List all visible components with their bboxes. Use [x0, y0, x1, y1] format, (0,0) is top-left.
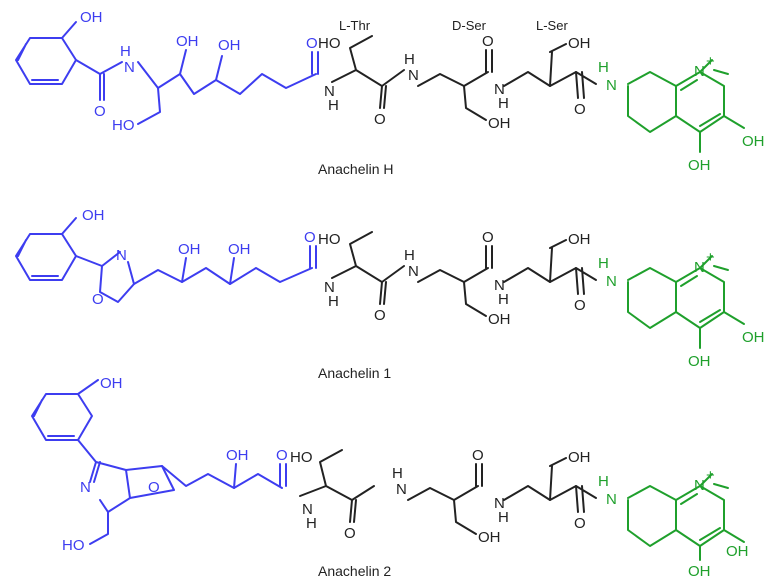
anachelin-h-oh-chain-2: OH [218, 37, 241, 54]
anachelin-1-oh-ring-1: OH [742, 329, 765, 346]
anachelin-2-oh-chain: OH [226, 447, 249, 464]
anachelin-2-caption: Anachelin 2 [318, 563, 391, 579]
residue-label-d-ser: D-Ser [452, 18, 487, 33]
anachelin-2-n-dser: N [396, 481, 407, 498]
anachelin-h-oh-lser: OH [568, 35, 591, 52]
anachelin-1-h-dser: H [404, 247, 415, 264]
anachelin-h-n-dser: N [408, 67, 419, 84]
anachelin-1-isoquinoline [627, 255, 745, 349]
anachelin-1-oh-chain-1: OH [178, 241, 201, 258]
anachelin-1-oh-dser: OH [488, 311, 511, 328]
anachelin-h-n-thr: N [324, 83, 335, 100]
anachelin-2-peptide-backbone [299, 449, 597, 535]
anachelin-1-oh-lser: OH [568, 231, 591, 248]
anachelin-h-oh-dser: OH [488, 115, 511, 132]
anachelin-1-o-lser: O [574, 297, 586, 314]
anachelin-h-oh-phenol: OH [80, 9, 103, 26]
anachelin-h-h-lser: H [498, 95, 509, 112]
anachelin-2-h-lser: H [498, 509, 509, 526]
anachelin-2-n-lser: N [494, 495, 505, 512]
anachelin-1-o-oxazoline: O [92, 291, 104, 308]
anachelin-1-h-thr: H [328, 293, 339, 310]
anachelin-h-isoquinoline [627, 59, 745, 153]
anachelin-1-o-thr: O [374, 307, 386, 324]
anachelin-h-o-lser: O [574, 101, 586, 118]
anachelin-2-o-carbonyl: O [276, 447, 288, 464]
anachelin-2-o-oxazoline: O [148, 479, 160, 496]
anachelin-1-n-amine: N [606, 273, 617, 290]
anachelin-1-structure: OH N O OH OH O HO N H O H N OH O N H OH … [15, 207, 765, 381]
anachelin-h-oh-ring-2: OH [688, 157, 711, 174]
anachelin-h-o-carbonyl-1: O [94, 103, 106, 120]
anachelin-h-n-amide-1: N [124, 59, 135, 76]
anachelin-2-h-amine: H [598, 473, 609, 490]
anachelin-1-peptide-backbone [331, 231, 597, 317]
anachelin-2-h-thr: H [306, 515, 317, 532]
anachelin-2-ho-hydroxymethyl: HO [62, 537, 85, 554]
residue-label-l-thr: L-Thr [339, 18, 371, 33]
anachelin-h-n-amine: N [606, 77, 617, 94]
anachelin-2-oh-lser: OH [568, 449, 591, 466]
anachelin-1-o-dser: O [482, 229, 494, 246]
anachelin-h-blue-moiety [15, 21, 319, 125]
anachelin-1-n-quaternary: N [694, 259, 705, 276]
anachelin-h-o-carbonyl-2: O [306, 35, 318, 52]
anachelin-2-oh-phenol: OH [100, 375, 123, 392]
anachelin-2-o-dser: O [472, 447, 484, 464]
anachelin-2-n-thr: N [302, 501, 313, 518]
anachelin-h-n-quaternary: N [694, 63, 705, 80]
anachelin-h-n-lser: N [494, 81, 505, 98]
anachelin-h-h-thr: H [328, 97, 339, 114]
anachelin-1-blue-moiety [15, 217, 317, 303]
anachelin-h-charge-plus: + [706, 53, 715, 70]
anachelin-1-n-oxazoline: N [116, 247, 127, 264]
anachelin-1-oh-phenol: OH [82, 207, 105, 224]
anachelin-1-oh-chain-2: OH [228, 241, 251, 258]
anachelin-1-ho-thr: HO [318, 231, 341, 248]
anachelin-h-o-dser: O [482, 33, 494, 50]
anachelin-1-charge-plus: + [706, 249, 715, 266]
anachelin-2-isoquinoline [627, 473, 745, 561]
anachelin-2-oh-ring-2: OH [688, 563, 711, 580]
residue-label-l-ser: L-Ser [536, 18, 568, 33]
anachelin-h-ho-thr: HO [318, 35, 341, 52]
anachelin-1-h-lser: H [498, 291, 509, 308]
anachelin-h-ho-hydroxymethyl: HO [112, 117, 135, 134]
anachelin-2-oh-ring-1: OH [726, 543, 749, 560]
anachelin-2-blue-moiety [31, 379, 287, 545]
anachelin-h-o-thr: O [374, 111, 386, 128]
anachelin-h-h-dser: H [404, 51, 415, 68]
anachelin-h-oh-ring-1: OH [742, 133, 765, 150]
anachelin-2-o-lser: O [574, 515, 586, 532]
anachelin-2-ho-thr: HO [290, 449, 313, 466]
anachelin-2-n-oxazoline: N [80, 479, 91, 496]
anachelin-1-n-lser: N [494, 277, 505, 294]
anachelin-2-charge-plus: + [706, 467, 715, 484]
anachelin-h-oh-chain-1: OH [176, 33, 199, 50]
anachelin-1-o-carbonyl: O [304, 229, 316, 246]
anachelin-h-structure: OH H N O HO OH OH O HO N H O H N OH O N … [15, 9, 765, 177]
anachelin-h-peptide-backbone [331, 35, 597, 121]
anachelin-1-oh-ring-2: OH [688, 353, 711, 370]
anachelin-1-n-dser: N [408, 263, 419, 280]
anachelin-1-caption: Anachelin 1 [318, 365, 391, 381]
anachelin-2-oh-dser: OH [478, 529, 501, 546]
anachelin-h-h-amide-1: H [120, 43, 131, 60]
anachelin-1-n-thr: N [324, 279, 335, 296]
anachelin-h-h-amine: H [598, 59, 609, 76]
anachelin-1-h-amine: H [598, 255, 609, 272]
anachelin-2-h-dser: H [392, 465, 403, 482]
anachelin-h-caption: Anachelin H [318, 161, 394, 177]
anachelin-2-o-thr: O [344, 525, 356, 542]
anachelin-2-n-amine: N [606, 491, 617, 508]
anachelin-2-structure: OH N O HO OH O HO N H O H N OH O N H OH … [31, 375, 749, 580]
anachelin-2-n-quaternary: N [694, 477, 705, 494]
